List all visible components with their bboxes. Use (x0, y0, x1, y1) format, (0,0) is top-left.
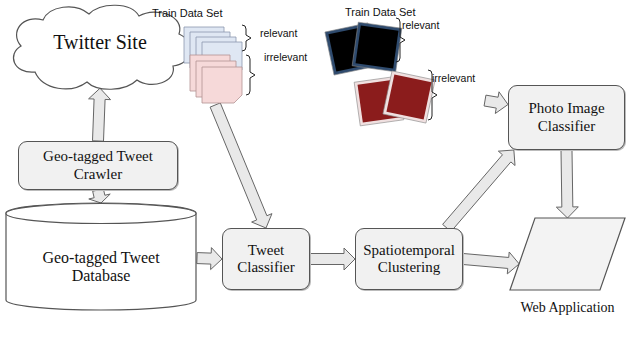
bracket (242, 25, 251, 51)
block-arrow (89, 88, 111, 141)
process-box: Tweet Classifier (222, 228, 310, 290)
training-photos: Train Data Setrelevant irrelevant (320, 2, 485, 130)
block-arrow (210, 103, 272, 228)
class-label: relevant (402, 19, 439, 31)
node-label: Tweet Classifier (229, 242, 303, 277)
node-label: Twitter Site (53, 31, 147, 54)
database-cylinder: Geo-tagged Tweet Database (5, 203, 197, 311)
text-holder: Web Application (510, 218, 625, 320)
class-label: relevant (260, 27, 297, 39)
node-label: Geo-tagged Tweet Database (36, 249, 166, 286)
process-box: Spatiotemporal Clustering (355, 228, 463, 290)
process-box: Geo-tagged Tweet Crawler (18, 141, 178, 190)
parallelogram (510, 218, 625, 290)
text-holder: Photo Image Classifier (509, 86, 624, 149)
process-box: Photo Image Classifier (508, 85, 625, 150)
block-arrow (89, 189, 110, 203)
block-arrow (463, 252, 520, 274)
photo (352, 22, 402, 72)
training-documents: Train Data Set relevant irrelevant (148, 5, 316, 105)
node-label: Spatiotemporal Clustering (362, 242, 456, 277)
block-arrow (484, 92, 508, 114)
block-arrow (197, 248, 222, 270)
class-label: irrelevant (432, 72, 475, 84)
dataset-label: Train Data Set (152, 7, 223, 19)
text-holder: Spatiotemporal Clustering (356, 229, 462, 289)
text-holder: Tweet Classifier (223, 229, 309, 289)
node-label: Geo-tagged Tweet Crawler (25, 148, 171, 183)
node-label: Photo Image Classifier (515, 100, 618, 135)
class-label: irrelevant (264, 51, 307, 63)
cylinder-body (6, 203, 196, 310)
dataset-label: Train Data Set (345, 6, 416, 18)
block-arrow (310, 248, 355, 270)
node-label: Web Application (520, 300, 614, 316)
web-application: Web Application (510, 218, 625, 320)
block-arrow (443, 150, 515, 232)
document-page (202, 67, 242, 103)
cylinder-top (6, 204, 196, 224)
text-holder: Geo-tagged Tweet Database (5, 203, 197, 311)
photo (383, 71, 435, 123)
text-holder: Geo-tagged Tweet Crawler (19, 142, 177, 189)
bracket (246, 55, 255, 95)
block-arrow (556, 150, 578, 218)
